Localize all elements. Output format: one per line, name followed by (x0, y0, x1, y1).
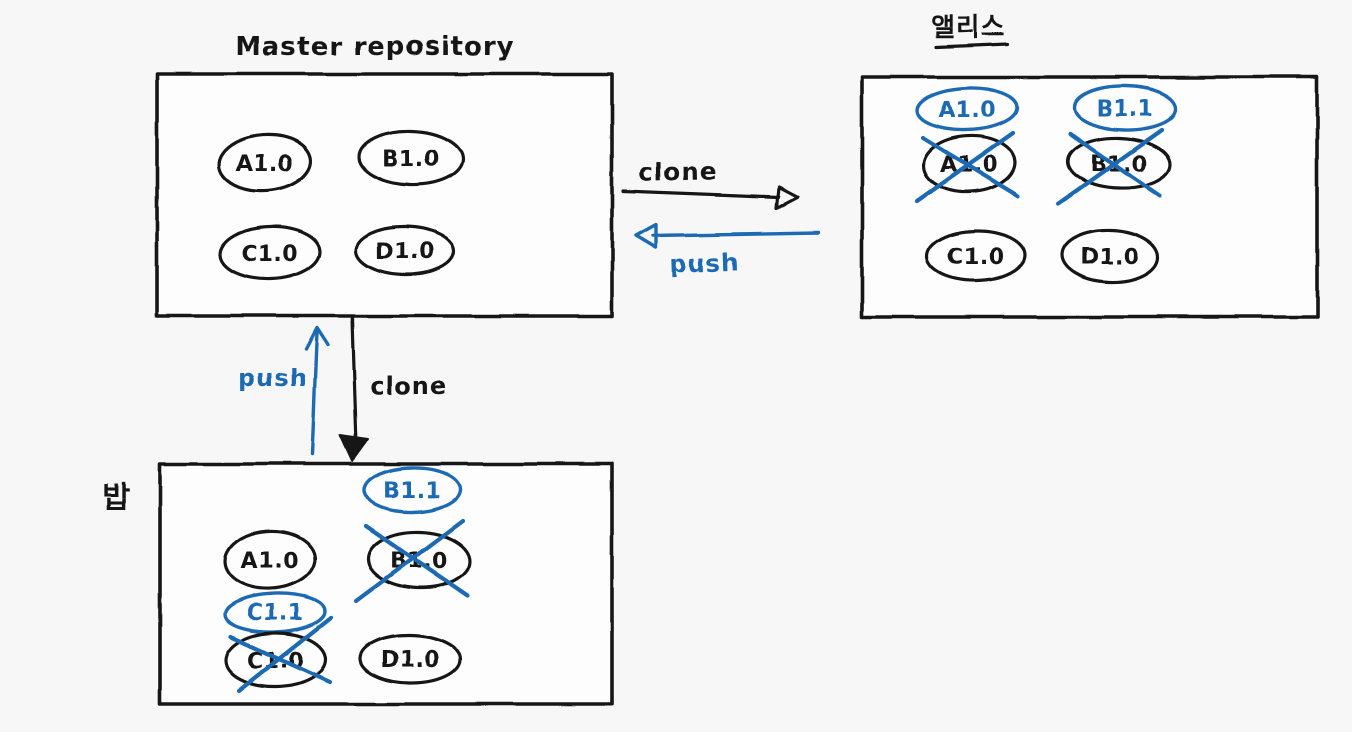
file-node: C1.0 (925, 229, 1027, 283)
file-label: A1.0 (241, 549, 299, 574)
file-ellipse (357, 129, 465, 187)
clone-arrow-line (621, 189, 781, 199)
file-label: C1.0 (241, 242, 298, 267)
arrowhead-down-icon (339, 434, 369, 462)
file-node: A1.0 (223, 529, 317, 591)
file-ellipse (1060, 228, 1160, 284)
file-label: D1.0 (375, 240, 434, 265)
master-alice-arrows: clone push (621, 157, 820, 278)
file-node-updated: C1.1 (223, 592, 327, 634)
clone-arrow-label: clone (370, 372, 447, 400)
bob-repo-title: 밥 (102, 481, 131, 516)
clone-arrow-to-alice: clone (621, 157, 800, 210)
crossout-x-icon (914, 130, 1021, 204)
push-arrow-line (651, 231, 820, 238)
file-node-updated: A1.0 (915, 86, 1019, 132)
crossout-x-icon (228, 615, 334, 694)
master-bob-arrows: push clone (238, 316, 447, 462)
file-ellipse (217, 133, 313, 193)
bob-repo: 밥 B1.1 A1.0 B1.0 C1.1 C1.0 (102, 462, 614, 706)
push-arrow-label: push (238, 364, 308, 392)
file-node: C1.0 (218, 225, 322, 281)
diagram: Master repository A1.0 B1.0 C1.0 D1.0 앨리… (102, 13, 1319, 706)
file-ellipse (218, 225, 322, 281)
master-repo-title: Master repository (235, 32, 514, 62)
crossout-x-icon (353, 518, 471, 604)
file-ellipse (223, 529, 317, 591)
file-node: D1.0 (358, 633, 462, 685)
master-repo-box (155, 72, 614, 318)
file-node-crossed: A1.0 (914, 130, 1021, 204)
file-ellipse-old (1066, 136, 1172, 190)
file-node-crossed: B1.0 (1056, 127, 1172, 206)
push-arrow-label: push (669, 248, 740, 278)
file-ellipse-new (362, 466, 462, 514)
arrowhead-right-icon (775, 185, 800, 210)
file-label: A1.0 (938, 98, 996, 123)
alice-repo: 앨리스 A1.0 B1.1 A1.0 B1.0 (860, 13, 1319, 319)
file-node-updated: B1.1 (1072, 84, 1178, 132)
file-node: A1.0 (217, 133, 313, 193)
file-node-crossed: B1.0 (353, 518, 472, 604)
file-ellipse (358, 633, 462, 685)
file-ellipse-new (1072, 84, 1178, 132)
clone-arrow-line (350, 316, 358, 446)
file-ellipse (925, 229, 1027, 283)
file-label: A1.0 (236, 152, 294, 177)
master-repo: Master repository A1.0 B1.0 C1.0 D1.0 (155, 32, 614, 318)
alice-repo-title: 앨리스 (931, 13, 1006, 43)
file-ellipse-old (224, 631, 328, 689)
crossout-x-icon (1056, 127, 1165, 206)
file-node-updated: B1.1 (362, 466, 462, 514)
file-node: D1.0 (354, 225, 456, 277)
file-label: C1.0 (947, 245, 1004, 270)
file-label: D1.0 (1080, 245, 1139, 270)
clone-arrow-to-bob: clone (339, 316, 447, 462)
push-arrow-from-bob: push (238, 326, 330, 456)
file-label: C1.1 (246, 601, 303, 626)
push-arrow-line (310, 331, 319, 456)
file-node: B1.0 (357, 129, 465, 187)
file-ellipse-old (921, 134, 1017, 194)
file-label: B1.0 (382, 147, 440, 172)
file-node-crossed: C1.0 (224, 615, 334, 694)
file-label: B1.1 (1096, 97, 1154, 122)
push-arrow-from-alice: push (634, 223, 820, 278)
file-ellipse-new (915, 86, 1019, 132)
arrowhead-left-icon (634, 223, 658, 250)
file-node: D1.0 (1060, 228, 1160, 284)
title-underline (934, 42, 1010, 49)
file-label: B1.1 (383, 479, 441, 504)
alice-repo-box (860, 75, 1319, 319)
clone-arrow-label: clone (639, 157, 717, 186)
bob-repo-box (158, 462, 614, 706)
arrowhead-up-icon (304, 326, 330, 351)
file-ellipse-old (366, 530, 472, 590)
file-ellipse (354, 225, 456, 277)
file-label: D1.0 (380, 648, 439, 673)
